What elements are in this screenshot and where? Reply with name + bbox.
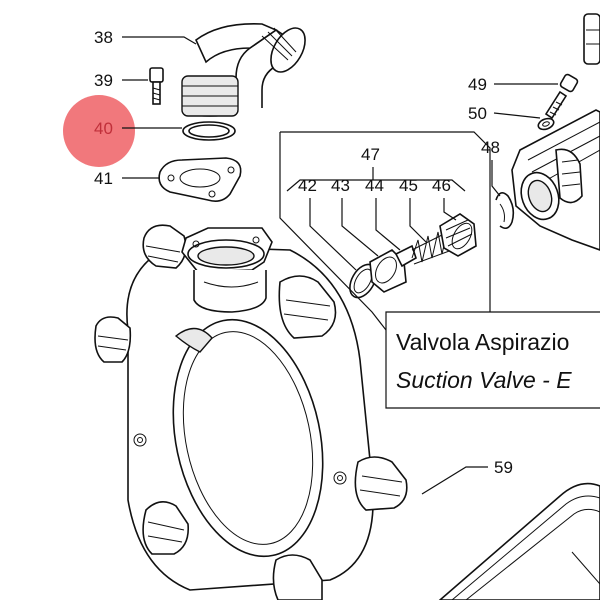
caption-box (279, 131, 600, 409)
callout-44: 44 (365, 176, 384, 195)
callout-43: 43 (331, 176, 350, 195)
part-40-o-ring (182, 121, 236, 141)
callout-39: 39 (94, 71, 113, 90)
part-38-elbow-fitting (181, 23, 306, 117)
part-50-washer (537, 117, 555, 131)
part-43-valve-seat (369, 249, 407, 293)
part-42-o-ring (349, 263, 377, 299)
callout-41: 41 (94, 169, 113, 188)
callout-labels: 38 39 40 41 42 43 44 45 46 47 48 49 50 5… (94, 28, 513, 477)
part-48-snap-ring (495, 192, 515, 230)
callout-49: 49 (468, 75, 487, 94)
part-41-flange-gasket (158, 157, 242, 202)
part-49-bolt (544, 73, 579, 120)
callout-47-bracket (286, 167, 466, 192)
callout-47: 47 (361, 145, 380, 164)
part-59-belt (438, 482, 600, 600)
part-44-valve-plate (394, 244, 417, 268)
callout-40: 40 (94, 119, 113, 138)
part-46-valve-cage (439, 213, 477, 257)
highlight-marker (63, 95, 135, 167)
callout-48: 48 (481, 138, 500, 157)
callout-42: 42 (298, 176, 317, 195)
callout-45: 45 (399, 176, 418, 195)
pump-housing (94, 224, 408, 600)
pump-head-block (511, 13, 600, 251)
callout-50: 50 (468, 104, 487, 123)
callout-38: 38 (94, 28, 113, 47)
callout-59: 59 (494, 458, 513, 477)
part-39-bolt (149, 67, 164, 105)
callout-46: 46 (432, 176, 451, 195)
caption-title-english: Suction Valve - E (396, 367, 572, 393)
leader-lines (122, 36, 558, 495)
caption-title-italian: Valvola Aspirazio (396, 329, 569, 355)
